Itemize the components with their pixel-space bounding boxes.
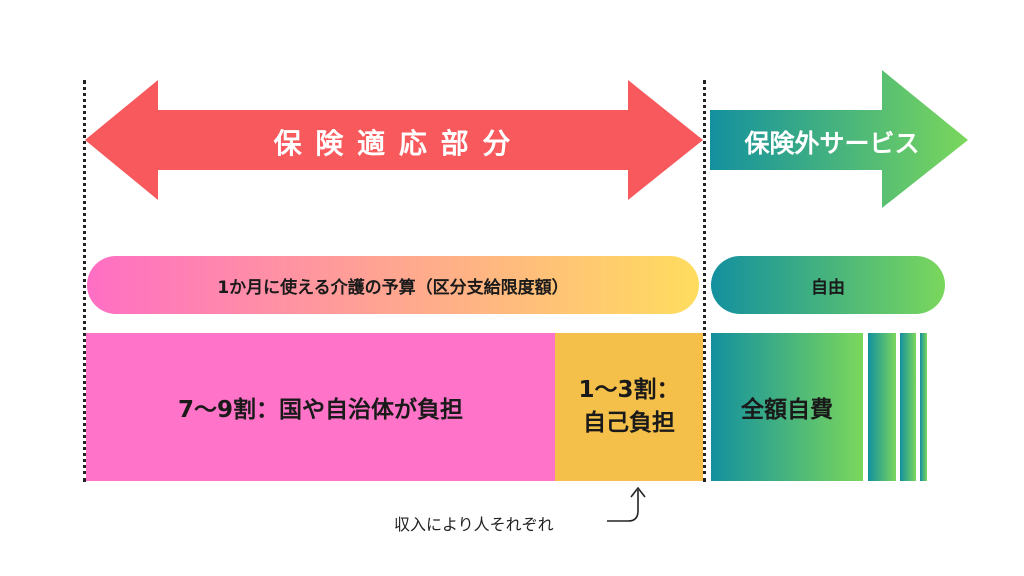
self-share-line2: 自己負担 [583, 410, 675, 436]
left-boundary-line [83, 80, 86, 482]
public-share-label: 7〜9割：国や自治体が負担 [177, 397, 463, 423]
self-share-line1: 1〜3割： [578, 376, 680, 403]
stripe-2 [900, 333, 916, 481]
self-share-block: 1〜3割： 自己負担 [555, 333, 703, 481]
free-label: 自由 [811, 277, 845, 298]
budget-limit-pill: 1か月に使える介護の予算（区分支給限度額） [87, 256, 699, 314]
full-pay-block: 全額自費 [711, 333, 863, 481]
full-pay-label: 全額自費 [741, 397, 833, 423]
stripe-3 [920, 333, 927, 481]
stripe-1 [868, 333, 896, 481]
free-pill: 自由 [711, 256, 945, 314]
public-share-block: 7〜9割：国や自治体が負担 [86, 333, 555, 481]
budget-limit-label: 1か月に使える介護の予算（区分支給限度額） [217, 277, 569, 298]
insured-arrow-label: 保 険 適 応 部 分 [273, 127, 513, 160]
middle-boundary-line [703, 80, 706, 482]
income-note-label: 収入により人それぞれ [394, 515, 554, 534]
uninsured-arrow-label: 保険外サービス [744, 129, 920, 158]
